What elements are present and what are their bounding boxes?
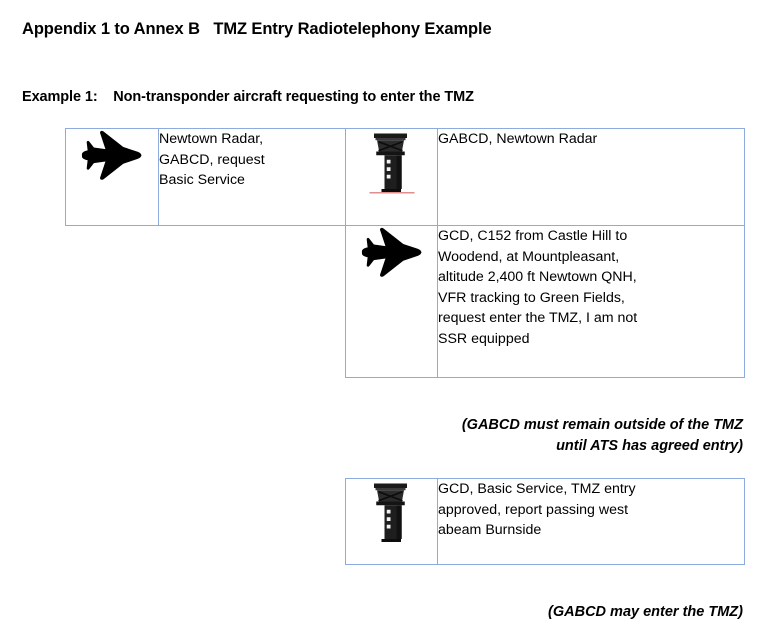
controller-message-cell: GCD, Basic Service, TMZ entry approved, … [437,478,745,565]
controller-icon-cell [345,478,438,565]
radiotelephony-table-clearance: GCD, Basic Service, TMZ entry approved, … [345,478,745,565]
note-may-enter-tmz: (GABCD may enter the TMZ) [548,604,743,620]
pilot-message-cell: GCD, C152 from Castle Hill to Woodend, a… [437,225,745,378]
spacer-cell-left [66,226,159,378]
pilot-message-cell: Newtown Radar, GABCD, request Basic Serv… [158,128,346,226]
pilot-icon-cell [345,225,438,378]
control-tower-icon [373,483,407,542]
spacer-cell-right [159,226,346,378]
radiotelephony-table-example-1: Newtown Radar, GABCD, request Basic Serv… [65,128,745,378]
aircraft-icon [361,227,421,277]
note-remain-outside-tmz: (GABCD must remain outside of the TMZ un… [461,417,743,454]
controller-icon-cell [345,128,438,226]
control-tower-icon [369,133,414,194]
table-row: GCD, Basic Service, TMZ entry approved, … [345,478,745,565]
table-row: GCD, C152 from Castle Hill to Woodend, a… [66,225,745,378]
table-row: Newtown Radar, GABCD, request Basic Serv… [65,128,745,226]
pilot-icon-cell [65,128,159,226]
controller-message-cell: GABCD, Newtown Radar [437,128,745,226]
example-heading: Example 1: Non-transponder aircraft requ… [22,89,474,105]
aircraft-icon [81,130,142,180]
page-title: Appendix 1 to Annex B TMZ Entry Radiotel… [22,20,492,38]
